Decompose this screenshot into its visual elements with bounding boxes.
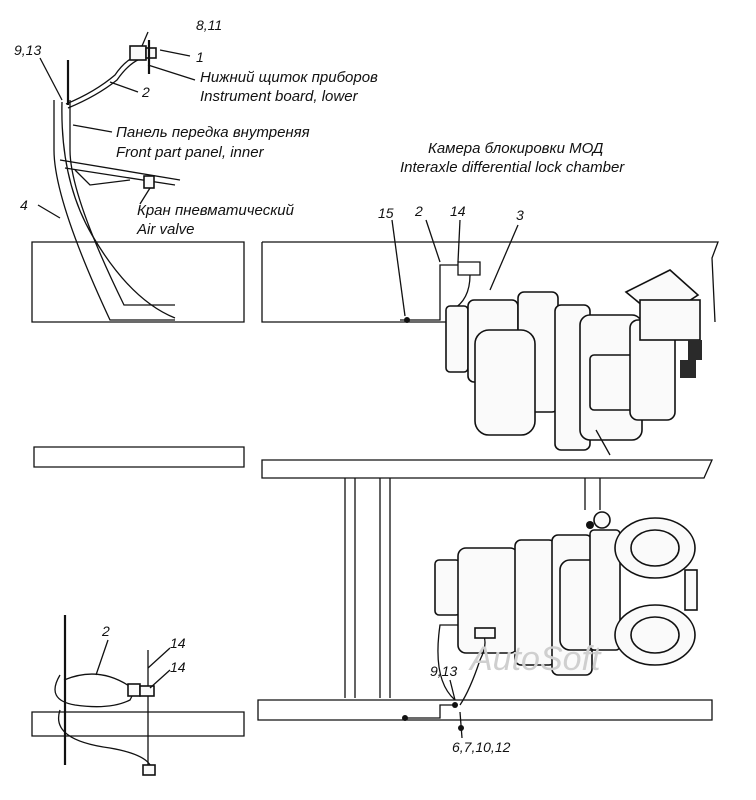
bottom-left-detail — [54, 615, 171, 776]
label-3: 3 — [516, 207, 524, 223]
cab-panel-assembly — [37, 31, 196, 321]
caption-instrument-en: Instrument board, lower — [200, 88, 359, 105]
label-8-11: 8,11 — [196, 17, 222, 33]
upper-axle-reducer — [445, 269, 702, 456]
caption-chamber-ru: Камера блокировки МОД — [428, 140, 604, 157]
label-2-bottom: 2 — [101, 623, 110, 639]
caption-valve-en: Air valve — [136, 221, 195, 238]
caption-chamber-en: Interaxle differential lock chamber — [400, 159, 625, 176]
label-4: 4 — [20, 197, 28, 213]
label-9-13-bottom: 9,13 — [430, 663, 457, 679]
label-2-mid: 2 — [414, 203, 423, 219]
caption-panel-ru: Панель передка внутреняя — [116, 124, 310, 141]
caption-valve-ru: Кран пневматический — [137, 202, 295, 219]
upper-frame-rail — [31, 219, 719, 323]
label-9-13-top: 9,13 — [14, 42, 41, 58]
label-2-top: 2 — [141, 84, 150, 100]
label-1: 1 — [196, 49, 204, 65]
label-14-bottom-b: 14 — [170, 659, 186, 675]
lower-axle-reducer — [402, 511, 698, 739]
label-15: 15 — [378, 205, 394, 221]
label-14-bottom-a: 14 — [170, 635, 186, 651]
caption-instrument-ru: Нижний щиток приборов — [200, 69, 378, 86]
label-14-mid: 14 — [450, 203, 466, 219]
label-6-7-10-12: 6,7,10,12 — [452, 739, 511, 755]
lower-frame-rail — [31, 446, 714, 737]
watermark: AutoSoft — [468, 640, 602, 678]
caption-panel-en: Front part panel, inner — [116, 144, 265, 161]
